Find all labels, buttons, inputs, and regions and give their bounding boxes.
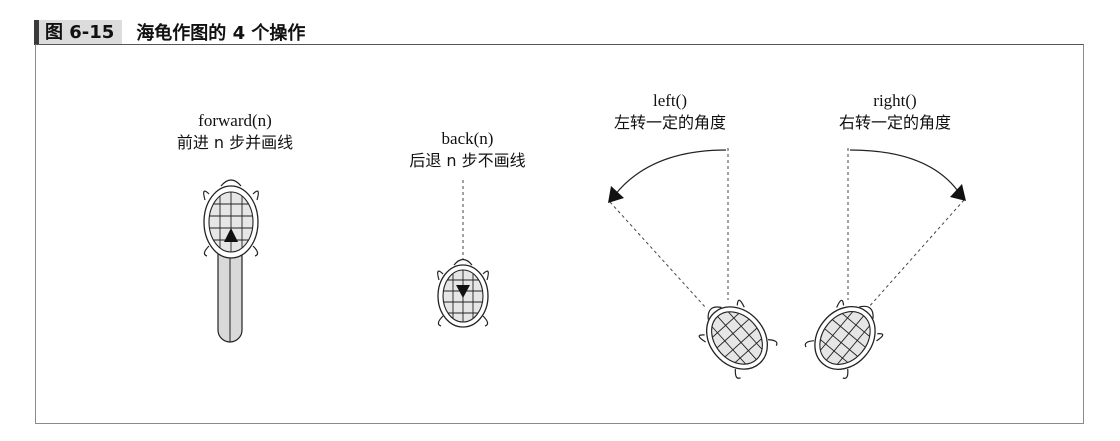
left-heading-new [609, 201, 707, 309]
caption-right: right() 右转一定的角度 [815, 90, 975, 134]
figure-number: 图 6-15 [39, 19, 123, 45]
forward-command: forward(n) [198, 111, 272, 130]
figure-frame [35, 44, 1084, 424]
left-command: left() [653, 91, 687, 110]
left-turn-arc [613, 149, 727, 197]
caption-back: back(n) 后退 n 步不画线 [385, 128, 550, 172]
right-description: 右转一定的角度 [838, 113, 951, 132]
left-turtle-icon [698, 299, 778, 379]
right-heading-new [867, 199, 965, 309]
back-command: back(n) [441, 129, 494, 148]
back-description: 后退 n 步不画线 [409, 151, 526, 170]
back-turtle-icon [437, 258, 489, 328]
right-turn-arc [849, 149, 961, 195]
right-command: right() [873, 91, 917, 110]
figure-header: 图 6-15 海龟作图的 4 个操作 [34, 17, 305, 47]
figure-title: 海龟作图的 4 个操作 [136, 23, 306, 44]
caption-left: left() 左转一定的角度 [590, 90, 750, 134]
right-arc-arrowhead-icon [950, 184, 966, 201]
left-description: 左转一定的角度 [613, 113, 726, 132]
right-turtle-icon [804, 299, 884, 379]
forward-arrow-icon [224, 228, 238, 242]
left-arc-arrowhead-icon [608, 186, 624, 203]
header-accent-bar [34, 19, 39, 45]
forward-turtle-icon [203, 179, 259, 259]
caption-forward: forward(n) 前进 n 步并画线 [150, 110, 320, 154]
back-arrow-icon [456, 285, 470, 298]
forward-description: 前进 n 步并画线 [176, 133, 294, 152]
